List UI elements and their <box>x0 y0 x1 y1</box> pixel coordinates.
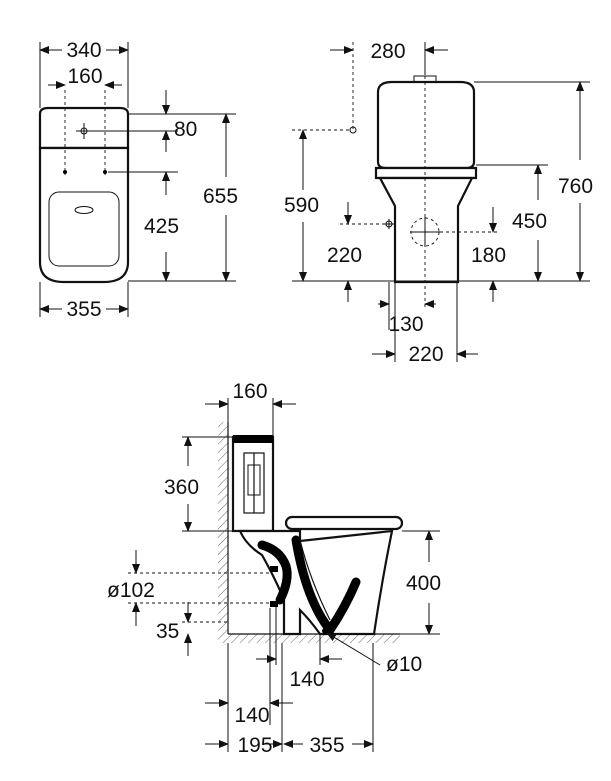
side-view-floor <box>218 634 400 643</box>
dim-140-lower: 140 <box>234 704 269 727</box>
top-view-hole-right <box>103 170 107 174</box>
side-view-fixing-leader <box>326 632 381 666</box>
dim-220-bottom: 220 <box>408 343 443 366</box>
dim-140-upper: 140 <box>289 668 324 691</box>
dim-355-top: 355 <box>66 298 101 321</box>
side-view-seat <box>284 515 404 531</box>
top-view-hole-left <box>63 170 67 174</box>
dim-340: 340 <box>66 39 101 62</box>
dim-425: 425 <box>144 215 179 238</box>
side-view-connector <box>270 566 278 572</box>
side-view-trapway <box>291 535 361 635</box>
dim-655: 655 <box>203 185 238 208</box>
side-view-tank <box>231 435 275 533</box>
dim-360: 360 <box>164 476 199 499</box>
dim-160-side: 160 <box>232 380 267 403</box>
dim-355-side: 355 <box>309 734 344 757</box>
dim-400: 400 <box>406 572 441 595</box>
top-view-bowl <box>38 146 130 284</box>
dim-160-top: 160 <box>67 65 102 88</box>
front-view-seat-band <box>374 166 478 180</box>
top-view-center-cross <box>76 123 92 139</box>
side-view-tank-lid <box>233 435 273 443</box>
dim-220-left: 220 <box>327 244 362 267</box>
top-view-seat-mark <box>74 206 94 214</box>
dim-o102: ø102 <box>107 579 155 602</box>
front-view: 280 590 220 180 450 760 130 <box>284 40 593 366</box>
dim-35: 35 <box>156 620 179 643</box>
dim-280: 280 <box>370 40 405 63</box>
dim-180: 180 <box>471 244 506 267</box>
top-view: 340 160 80 425 655 355 <box>38 39 238 321</box>
dim-590: 590 <box>284 194 319 217</box>
front-view-tank <box>376 80 476 170</box>
dim-130: 130 <box>388 313 423 336</box>
dim-195: 195 <box>237 734 272 757</box>
side-view: 160 360 ø102 35 400 140 ø10 <box>107 380 441 757</box>
dim-760: 760 <box>558 175 593 198</box>
dim-450: 450 <box>512 210 547 233</box>
side-view-wall <box>218 422 228 634</box>
dim-80: 80 <box>174 118 197 141</box>
front-view-pedestal <box>378 176 474 284</box>
top-view-seat <box>48 191 120 267</box>
dim-o10: ø10 <box>386 653 422 676</box>
